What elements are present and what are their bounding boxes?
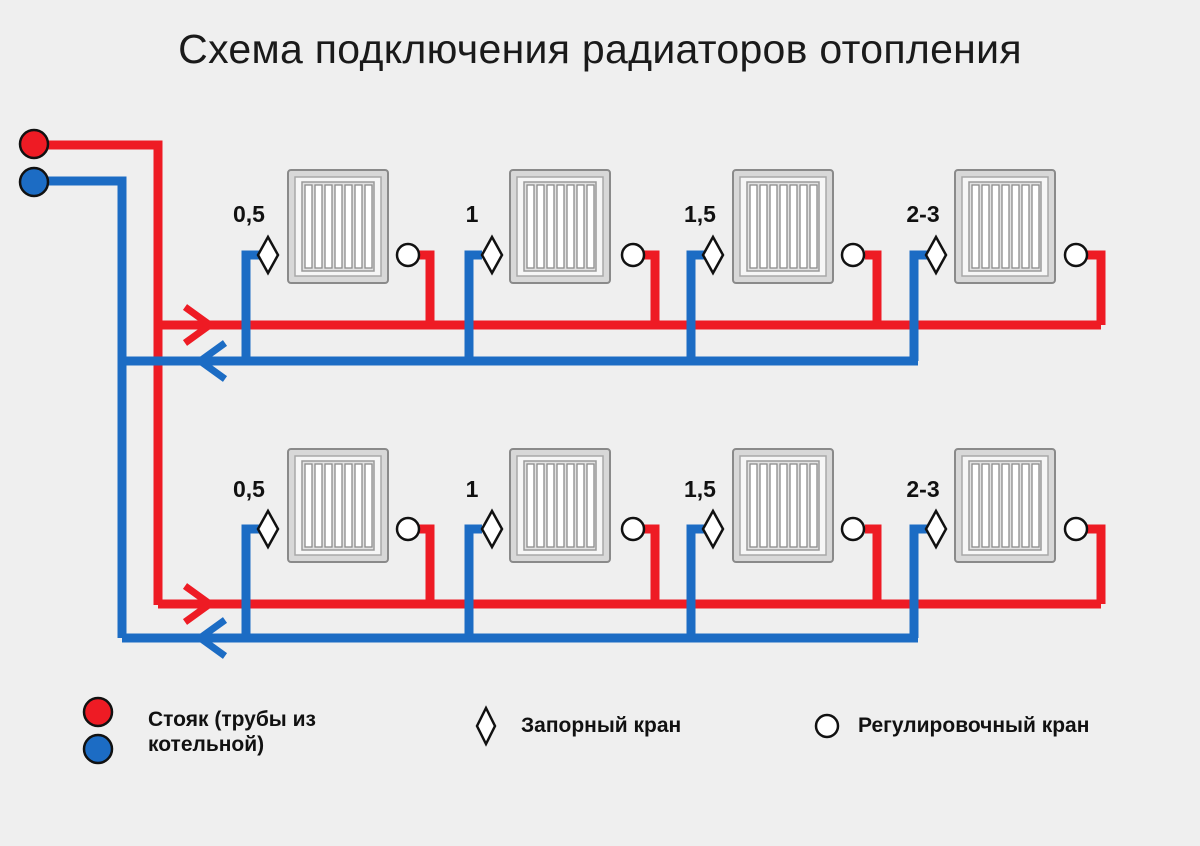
return-line <box>122 524 927 643</box>
regulating-valve-icon <box>395 516 421 542</box>
radiator-label: 1,5 <box>684 476 716 502</box>
legend-riser-line1: Стояк (трубы из <box>148 708 316 731</box>
riser-supply-icon <box>18 128 50 160</box>
legend-symbols <box>82 696 840 765</box>
floor-2: 0,5 1 1,5 2-3 <box>122 448 1106 659</box>
radiator-1: 0,5 <box>233 169 421 284</box>
return-line <box>122 250 927 366</box>
radiator-label: 1 <box>466 476 479 502</box>
shutoff-valve-icon <box>480 508 504 550</box>
legend-riser: Стояк (трубы из котельной) <box>148 707 316 757</box>
shutoff-valve-icon <box>701 234 725 276</box>
regulating-valve-icon <box>1063 516 1089 542</box>
return-arrow-icon <box>194 340 228 382</box>
regulating-valve-icon <box>840 516 866 542</box>
radiator-1: 0,5 <box>233 448 421 563</box>
legend-shutoff-valve-icon <box>475 705 497 747</box>
legend-regulating-valve-icon <box>814 713 840 739</box>
regulating-valve-icon <box>1063 242 1089 268</box>
shutoff-valve-icon <box>924 234 948 276</box>
shutoff-valve-icon <box>480 234 504 276</box>
legend-riser-line2: котельной) <box>148 733 265 756</box>
legend-shutoff-label: Запорный кран <box>521 714 682 737</box>
radiator-label: 1 <box>466 201 479 227</box>
radiator-2: 1 <box>466 448 646 563</box>
supply-arrow-icon <box>182 583 216 625</box>
supply-line <box>158 250 1106 330</box>
page-title: Схема подключения радиаторов отопления <box>178 26 1022 72</box>
radiator-label: 0,5 <box>233 201 265 227</box>
floor-1: 0,5 1 1,5 2-3 <box>122 169 1106 382</box>
regulating-valve-icon <box>620 242 646 268</box>
radiator-3: 1,5 <box>684 169 866 284</box>
legend-supply-icon <box>82 696 114 728</box>
riser-return-pipe <box>36 176 127 638</box>
riser-supply-pipe <box>36 140 163 605</box>
radiator-label: 2-3 <box>906 201 939 227</box>
shutoff-valve-icon <box>256 234 280 276</box>
radiator-4: 2-3 <box>906 169 1089 284</box>
shutoff-valve-icon <box>924 508 948 550</box>
supply-line <box>158 524 1106 609</box>
shutoff-valve-icon <box>256 508 280 550</box>
riser-return-icon <box>18 166 50 198</box>
return-arrow-icon <box>194 617 228 659</box>
regulating-valve-icon <box>840 242 866 268</box>
supply-arrow-icon <box>182 304 216 346</box>
radiator-3: 1,5 <box>684 448 866 563</box>
radiator-label: 0,5 <box>233 476 265 502</box>
radiator-label: 2-3 <box>906 476 939 502</box>
regulating-valve-icon <box>395 242 421 268</box>
shutoff-valve-icon <box>701 508 725 550</box>
legend-regulating-label: Регулировочный кран <box>858 714 1090 737</box>
regulating-valve-icon <box>620 516 646 542</box>
radiator-2: 1 <box>466 169 646 284</box>
legend-return-icon <box>82 733 114 765</box>
radiator-4: 2-3 <box>906 448 1089 563</box>
radiator-label: 1,5 <box>684 201 716 227</box>
